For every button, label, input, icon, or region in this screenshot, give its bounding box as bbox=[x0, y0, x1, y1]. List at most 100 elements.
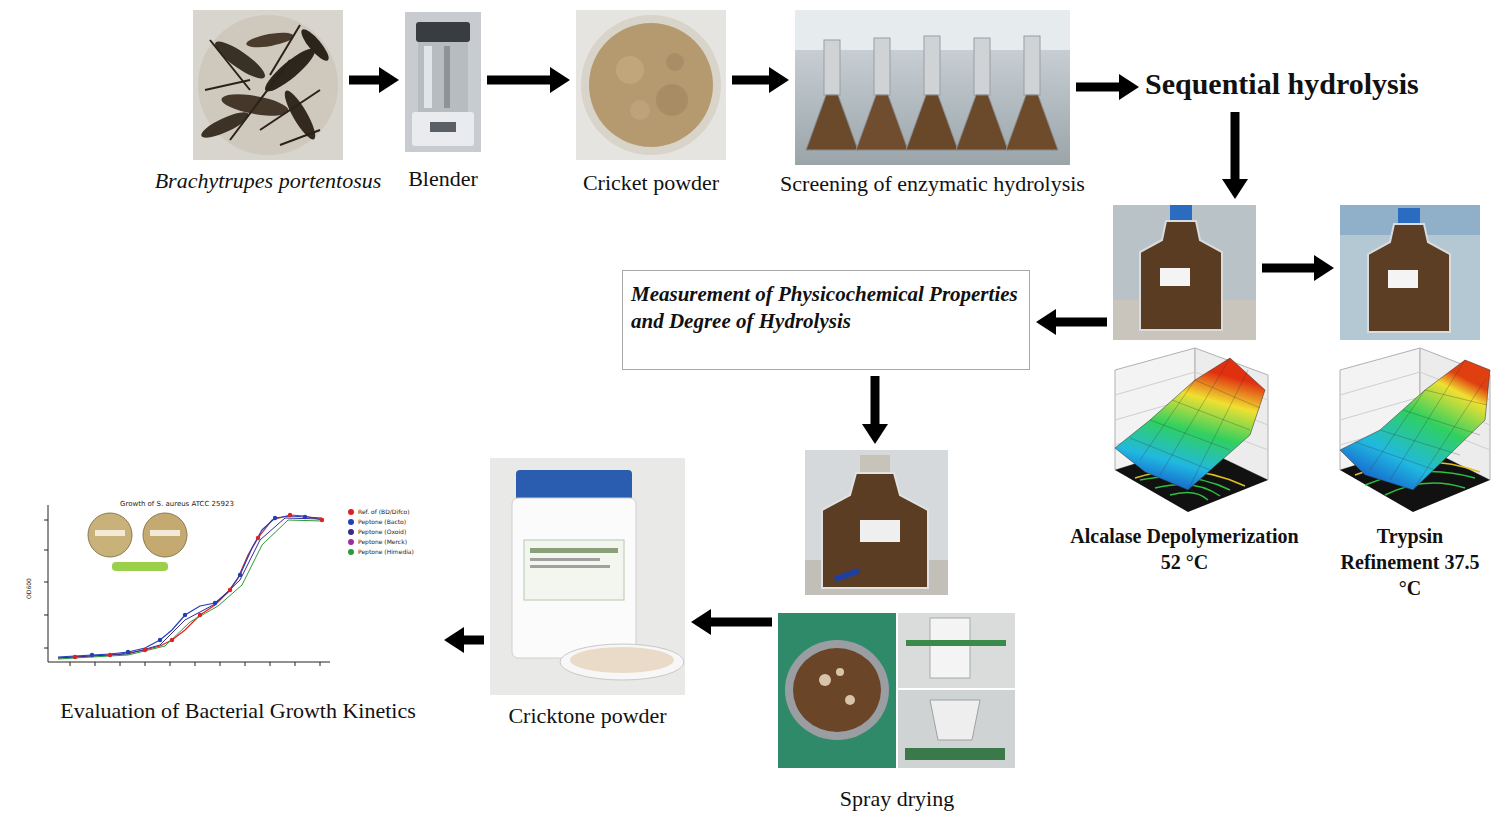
data-markers-part bbox=[228, 588, 232, 592]
photo-step: Spray drying bbox=[778, 450, 1016, 768]
flask bbox=[1006, 36, 1058, 150]
node-text: Sequential hydrolysis bbox=[1145, 62, 1465, 106]
cricktone-photo-part bbox=[560, 644, 684, 680]
cricket-photo bbox=[193, 10, 343, 160]
bottle-photo bbox=[805, 450, 948, 595]
blender-photo-part bbox=[444, 46, 450, 108]
flasks-photo bbox=[795, 10, 1070, 165]
surface-plot bbox=[1340, 348, 1490, 512]
alcalase-photo bbox=[1113, 205, 1256, 340]
cricktone-photo-part bbox=[490, 458, 685, 695]
process-heading: Sequential hydrolysis bbox=[1145, 62, 1465, 106]
arrow-shaft bbox=[732, 76, 770, 85]
alcalase-photo-part bbox=[1140, 221, 1222, 330]
arrow-shaft bbox=[710, 618, 772, 627]
data-markers-part bbox=[320, 518, 324, 522]
arrow-head bbox=[691, 609, 711, 635]
chart-title: Growth of S. aureus ATCC 25923 bbox=[120, 500, 234, 508]
cricktone-photo-part bbox=[530, 548, 618, 553]
arrow-head bbox=[379, 67, 399, 93]
arrow-head bbox=[444, 627, 464, 653]
photo-step: Blender bbox=[405, 12, 481, 152]
arrow-shaft bbox=[1076, 83, 1120, 92]
blender-photo-part bbox=[430, 122, 456, 132]
flask-part bbox=[956, 95, 1008, 150]
legend-text: Peptone (Himedia) bbox=[358, 548, 414, 556]
photo-step: Cricket powder bbox=[576, 10, 726, 160]
powder-photo-part bbox=[630, 100, 650, 120]
blender-photo-part bbox=[405, 12, 481, 152]
arrow-head bbox=[1036, 309, 1056, 335]
flow-arrow bbox=[1036, 309, 1107, 335]
arrow-head bbox=[1119, 74, 1139, 100]
arrow-head bbox=[769, 67, 789, 93]
legend-text: Ref. of (BD/Difco) bbox=[358, 508, 410, 516]
spray-drying-photos-part bbox=[845, 695, 855, 705]
step-caption: Cricktone powder bbox=[508, 703, 666, 729]
trypsin-photo bbox=[1340, 205, 1480, 340]
spray-drying-photos-part bbox=[906, 640, 1006, 646]
spray-drying-photos bbox=[778, 613, 1015, 768]
flask-part bbox=[824, 40, 840, 95]
flasks-photo-part bbox=[795, 10, 1070, 165]
flask bbox=[906, 36, 958, 150]
spray-drying-photos-part bbox=[898, 690, 1015, 768]
blender-photo-part bbox=[412, 112, 474, 146]
flow-arrow bbox=[444, 627, 484, 653]
data-markers-part bbox=[90, 653, 94, 657]
cricket-photo-part bbox=[198, 15, 338, 155]
arrow-shaft bbox=[1231, 112, 1240, 180]
node-text: Measurement of Physicochemical Propertie… bbox=[623, 271, 1029, 345]
surface-plot bbox=[1115, 348, 1268, 512]
cricktone-photo-part bbox=[530, 558, 600, 561]
photo-step: Screening of enzymatic hydrolysis bbox=[795, 10, 1070, 165]
blender-photo-part bbox=[418, 42, 468, 112]
flow-arrow bbox=[732, 67, 789, 93]
data-markers-part bbox=[288, 513, 292, 517]
step-caption: Spray drying bbox=[840, 786, 954, 812]
cricktone-photo-part bbox=[570, 647, 674, 673]
data-markers-part bbox=[158, 638, 162, 642]
photo-step: Alcalase Depolymerization 52 °C bbox=[1113, 205, 1256, 515]
trypsin-photo-part bbox=[1368, 224, 1450, 332]
step-caption: Trypsin Refinement 37.5 °C bbox=[1340, 523, 1480, 601]
arrow-head bbox=[862, 424, 888, 444]
flask-part bbox=[856, 95, 908, 150]
surface-plot-part bbox=[1355, 360, 1487, 490]
data-markers-part bbox=[108, 653, 112, 657]
powder-photo-part bbox=[576, 10, 726, 160]
legend-swatch bbox=[348, 519, 354, 525]
data-markers-part bbox=[170, 638, 174, 642]
agar-plates-part bbox=[95, 530, 125, 536]
flow-arrow bbox=[1076, 74, 1139, 100]
blender-photo bbox=[405, 12, 481, 152]
agar-plates-part bbox=[150, 530, 180, 536]
photo-step: Trypsin Refinement 37.5 °C bbox=[1340, 205, 1480, 515]
flow-arrow bbox=[487, 67, 570, 93]
flow-arrow bbox=[1262, 255, 1334, 281]
surface-plot-part bbox=[1340, 360, 1490, 490]
arrow-shaft bbox=[1262, 264, 1315, 273]
powder-photo-part bbox=[656, 84, 688, 116]
flask bbox=[856, 38, 908, 150]
bottle-photo-part bbox=[822, 473, 928, 588]
cricktone-photo-part bbox=[530, 565, 610, 568]
axis-label: OD600 bbox=[25, 578, 32, 599]
spray-drying-photos-part bbox=[778, 613, 896, 768]
powder-photo-part bbox=[589, 23, 713, 147]
flask bbox=[956, 38, 1008, 150]
data-markers-part bbox=[238, 573, 242, 577]
cricktone-photo-part bbox=[516, 470, 632, 500]
legend-swatch bbox=[348, 529, 354, 535]
spray-drying-photos-part bbox=[819, 674, 831, 686]
spray-drying-photos-part bbox=[793, 648, 881, 732]
flow-arrow bbox=[349, 67, 399, 93]
alcalase-photo-part bbox=[1160, 268, 1190, 286]
flask-part bbox=[874, 38, 890, 95]
data-markers-part bbox=[143, 648, 147, 652]
growth-chart-part bbox=[48, 505, 330, 662]
powder-photo-part bbox=[581, 15, 721, 155]
flask-part bbox=[924, 36, 940, 95]
